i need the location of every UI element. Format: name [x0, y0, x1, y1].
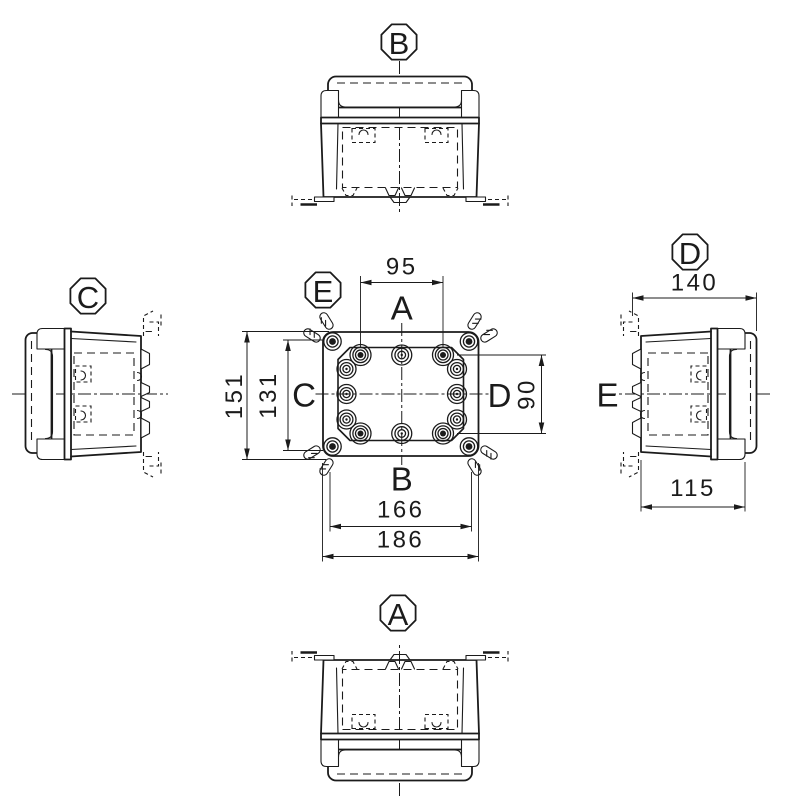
dimension-knockout-spacing-vertical: 90 [457, 354, 546, 434]
view-c-indicator-letter: C [77, 280, 99, 315]
plan-direction-label-bottom: B [391, 461, 413, 498]
dimension-140-label: 140 [671, 270, 719, 297]
view-e-indicator-letter: E [313, 274, 334, 309]
view-b-top-elevation: B [290, 23, 510, 217]
dimension-screw-spacing-vertical: 131 [255, 339, 323, 451]
dimension-overall-width: 186 [322, 463, 479, 562]
plan-direction-label-right: D [488, 377, 512, 414]
dimension-131-label: 131 [255, 371, 282, 419]
knockouts-large [349, 343, 455, 445]
plan-direction-label-left: C [292, 377, 316, 414]
direction-label-e: E [596, 377, 618, 414]
enclosure-side-elevation [290, 59, 510, 217]
dimension-overall-height: 151 [221, 331, 329, 460]
dimension-115-label: 115 [670, 475, 716, 502]
dimension-95-label: 95 [386, 254, 418, 281]
dimension-screw-spacing-horizontal: 166 [329, 472, 472, 532]
view-a-bottom-elevation: A [290, 594, 510, 798]
enclosure-side-elevation-mirrored [290, 640, 510, 798]
view-d-indicator-letter: D [679, 236, 701, 271]
enclosure-side-profile [11, 310, 169, 478]
view-d-right-profile: D E 140 115 [596, 233, 771, 512]
dimension-body-depth: 115 [640, 460, 746, 512]
dimension-186-label: 186 [377, 527, 425, 554]
dimension-151-label: 151 [221, 372, 248, 420]
plan-direction-label-top: A [391, 290, 413, 327]
view-a-indicator-letter: A [388, 597, 409, 632]
dimension-overall-depth: 140 [632, 270, 757, 331]
view-c-left-profile: C [11, 277, 169, 478]
view-b-indicator-letter: B [389, 26, 410, 61]
enclosure-side-profile-mirrored [613, 310, 771, 478]
corner-screws [323, 332, 479, 456]
dimension-90-label: 90 [514, 378, 541, 410]
dimension-166-label: 166 [377, 497, 425, 524]
plan-view: E A B C D 95 151 131 90 1 [221, 254, 546, 562]
dimension-knockout-spacing-horizontal: 95 [360, 254, 444, 347]
